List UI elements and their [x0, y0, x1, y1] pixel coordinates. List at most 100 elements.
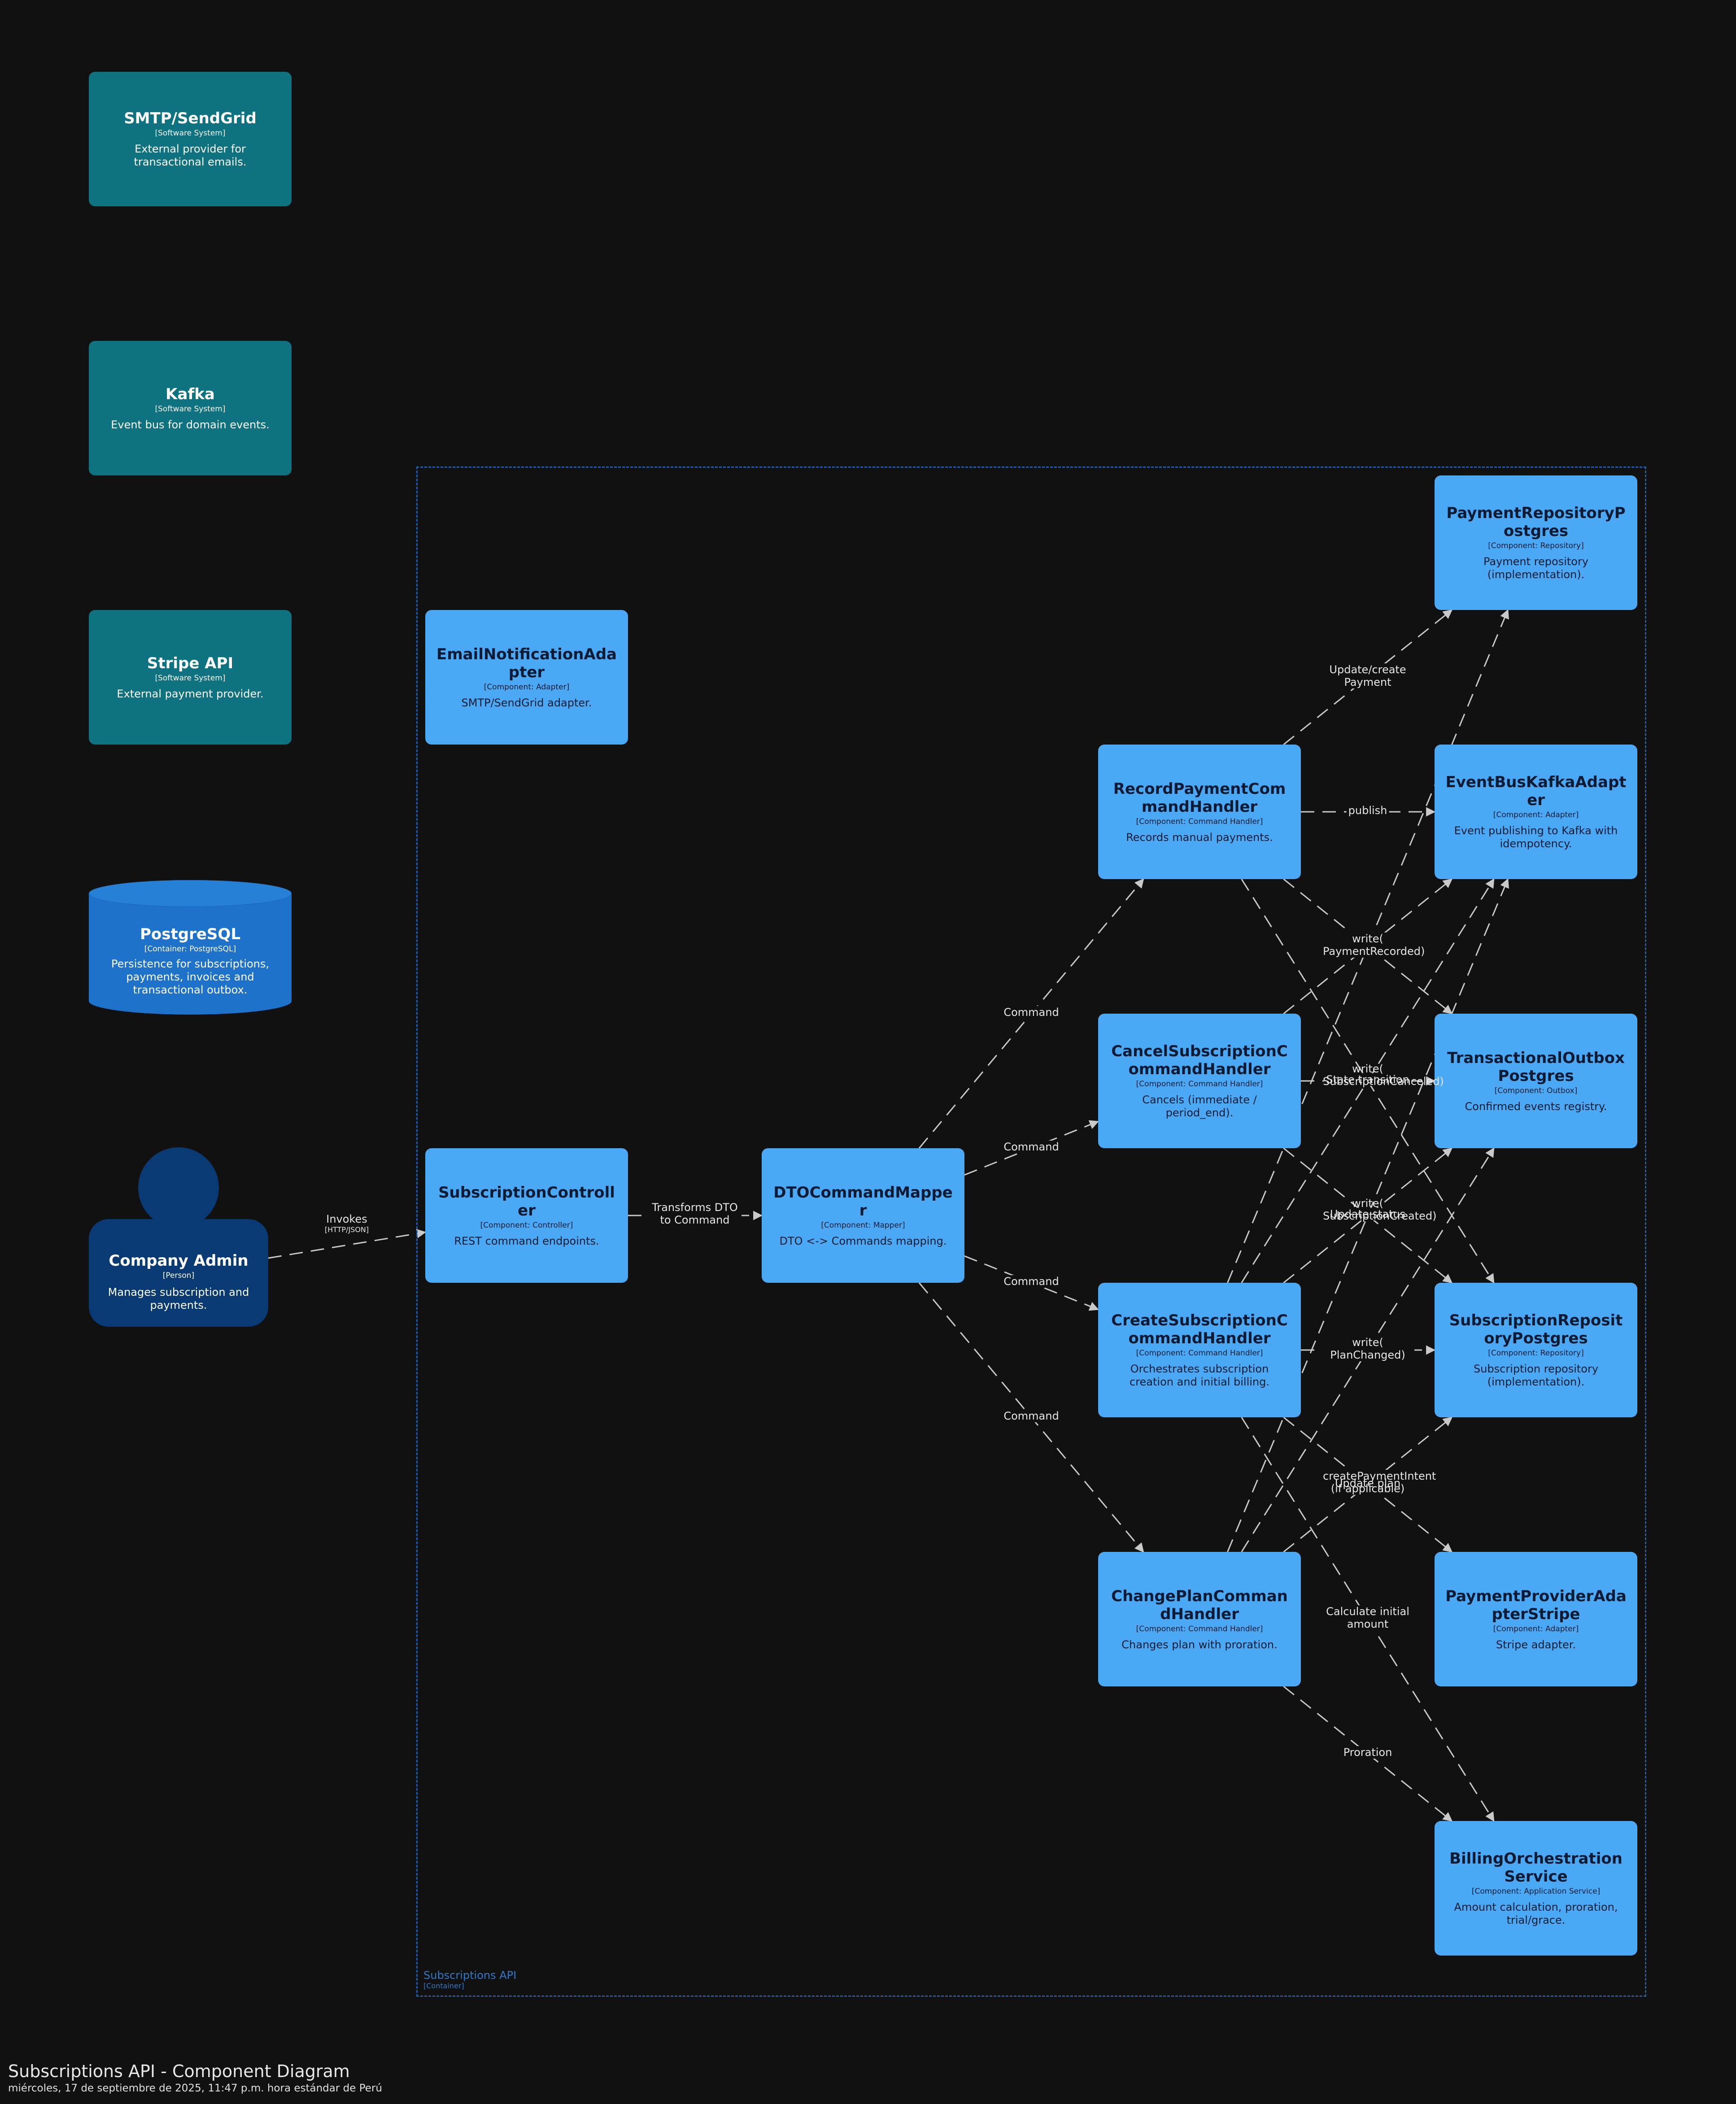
- dto-command-mapper[interactable]: DTOCommandMapper [Component: Mapper] DTO…: [762, 1148, 964, 1283]
- node-description: Stripe adapter.: [1496, 1638, 1576, 1651]
- edge-label-state-transition: State transition: [1324, 1073, 1411, 1086]
- node-description: Cancels (immediate / period_end).: [1142, 1093, 1257, 1119]
- edge-label-write-payment-recorded: write( PaymentRecorded): [1321, 932, 1425, 958]
- node-type: [Component: Command Handler]: [1136, 1349, 1263, 1358]
- event-bus-kafka-adapter[interactable]: EventBusKafkaAdapter [Component: Adapter…: [1435, 745, 1637, 879]
- node-title: Company Admin: [109, 1252, 249, 1270]
- company-admin-person[interactable]: Company Admin [Person] Manages subscript…: [89, 1219, 268, 1327]
- node-title: Kafka: [166, 385, 215, 403]
- edge-label-calculate-amount: Calculate initial amount: [1321, 1605, 1414, 1630]
- node-description: Amount calculation, proration, trial/gra…: [1454, 1901, 1618, 1926]
- node-type: [Software System]: [155, 404, 226, 414]
- node-type: [Person]: [162, 1271, 195, 1280]
- node-title: DTOCommandMapper: [773, 1183, 953, 1220]
- edge-label-update-payment: Update/create Payment: [1326, 663, 1410, 688]
- subscription-repository-postgres[interactable]: SubscriptionRepositoryPostgres [Componen…: [1435, 1283, 1637, 1417]
- diagram-title: Subscriptions API - Component Diagram: [8, 2061, 350, 2081]
- node-type: [Container: PostgreSQL]: [144, 944, 236, 954]
- boundary-label: Subscriptions API: [423, 1969, 517, 1982]
- node-type: [Component: Adapter]: [484, 682, 570, 692]
- node-description: External provider for transactional emai…: [134, 143, 247, 168]
- change-plan-command-handler[interactable]: ChangePlanCommandHandler [Component: Com…: [1098, 1552, 1301, 1686]
- node-description: Changes plan with proration.: [1121, 1638, 1278, 1651]
- node-description: Payment repository (implementation).: [1483, 555, 1589, 581]
- node-type: [Component: Adapter]: [1493, 1624, 1579, 1634]
- stripe-api-system[interactable]: Stripe API [Software System] External pa…: [89, 610, 292, 745]
- node-description: Subscription repository (implementation)…: [1473, 1363, 1599, 1388]
- node-description: Event bus for domain events.: [111, 418, 270, 431]
- edge-label-update-status: Update status: [1328, 1208, 1408, 1220]
- node-title: SubscriptionController: [438, 1183, 615, 1220]
- edge-label-invokes: Invokes[HTTP/JSON]: [323, 1213, 371, 1234]
- postgresql-database[interactable]: PostgreSQL [Container: PostgreSQL] Persi…: [89, 880, 292, 1015]
- edge-label-publish: publish: [1346, 804, 1389, 817]
- node-type: [Component: Application Service]: [1471, 1887, 1601, 1896]
- node-type: [Component: Controller]: [480, 1220, 573, 1230]
- node-description: Manages subscription and payments.: [108, 1286, 249, 1311]
- edge-label-proration: Proration: [1341, 1746, 1394, 1759]
- edge-label-write-plan-changed: write( PlanChanged): [1321, 1336, 1414, 1361]
- billing-orchestration-service[interactable]: BillingOrchestrationService [Component: …: [1435, 1821, 1637, 1956]
- boundary-type: [Container]: [423, 1982, 464, 1990]
- transactional-outbox-postgres[interactable]: TransactionalOutboxPostgres [Component: …: [1435, 1014, 1637, 1148]
- node-description: Event publishing to Kafka with idempoten…: [1454, 824, 1618, 850]
- node-title: BillingOrchestrationService: [1449, 1850, 1623, 1886]
- create-subscription-command-handler[interactable]: CreateSubscriptionCommandHandler [Compon…: [1098, 1283, 1301, 1417]
- edge-label-command-cancel: Command: [1002, 1141, 1061, 1153]
- node-description: Persistence for subscriptions, payments,…: [111, 957, 270, 996]
- smtp-sendgrid-system[interactable]: SMTP/SendGrid [Software System] External…: [89, 72, 292, 206]
- node-title: CancelSubscriptionCommandHandler: [1111, 1042, 1288, 1078]
- edge-create_sub-to-payment_repo: [1227, 609, 1509, 1283]
- edge-label-update-plan: Update plan: [1335, 1477, 1401, 1490]
- node-title: PostgreSQL: [140, 925, 240, 943]
- diagram-subtitle: miércoles, 17 de septiembre de 2025, 11:…: [8, 2082, 382, 2094]
- node-title: EventBusKafkaAdapter: [1445, 773, 1627, 809]
- node-description: Records manual payments.: [1126, 831, 1273, 844]
- edge-label-create-payment-intent: createPaymentIntent (if applicable): [1321, 1470, 1436, 1495]
- node-type: [Component: Command Handler]: [1136, 1080, 1263, 1089]
- edge-change_plan-to-eventbus: [1227, 878, 1509, 1552]
- payment-provider-adapter-stripe[interactable]: PaymentProviderAdapterStripe [Component:…: [1435, 1552, 1637, 1686]
- node-title: RecordPaymentCommandHandler: [1113, 780, 1286, 816]
- payment-repository-postgres[interactable]: PaymentRepositoryPostgres [Component: Re…: [1435, 475, 1637, 610]
- record-payment-command-handler[interactable]: RecordPaymentCommandHandler [Component: …: [1098, 745, 1301, 879]
- node-type: [Software System]: [155, 673, 226, 683]
- node-description: SMTP/SendGrid adapter.: [461, 696, 592, 709]
- edge-admin-to-controller: [268, 1228, 427, 1259]
- node-description: DTO <-> Commands mapping.: [779, 1234, 947, 1247]
- edge-label-write-canceled: write( SubscriptionCanceled): [1323, 1063, 1444, 1088]
- node-type: [Component: Mapper]: [821, 1220, 905, 1230]
- edge-label-command-create: Command: [1002, 1275, 1061, 1288]
- edge-label-command-record: Command: [1002, 1006, 1061, 1019]
- node-title: TransactionalOutboxPostgres: [1447, 1049, 1625, 1085]
- node-type: [Component: Outbox]: [1494, 1086, 1578, 1095]
- node-title: PaymentProviderAdapterStripe: [1445, 1587, 1627, 1623]
- edge-label-transforms: Transforms DTO to Command: [648, 1201, 742, 1226]
- node-type: [Component: Repository]: [1488, 1349, 1584, 1358]
- edge-label-write-created: write( SubscriptionCreated): [1323, 1197, 1437, 1222]
- node-type: [Component: Repository]: [1488, 541, 1584, 550]
- edge-tech: [HTTP/JSON]: [324, 1225, 369, 1234]
- node-type: [Component: Command Handler]: [1136, 817, 1263, 826]
- node-type: [Software System]: [155, 129, 226, 138]
- cancel-subscription-command-handler[interactable]: CancelSubscriptionCommandHandler [Compon…: [1098, 1014, 1301, 1148]
- node-title: SMTP/SendGrid: [124, 109, 257, 127]
- node-description: REST command endpoints.: [454, 1234, 599, 1247]
- person-head-icon: [138, 1147, 219, 1228]
- node-description: Confirmed events registry.: [1465, 1100, 1607, 1113]
- node-type: [Component: Adapter]: [1493, 810, 1579, 819]
- node-title: ChangePlanCommandHandler: [1111, 1587, 1288, 1623]
- node-title: PaymentRepositoryPostgres: [1446, 504, 1626, 540]
- node-type: [Component: Command Handler]: [1136, 1624, 1263, 1634]
- node-title: SubscriptionRepositoryPostgres: [1449, 1311, 1623, 1347]
- kafka-system[interactable]: Kafka [Software System] Event bus for do…: [89, 341, 292, 475]
- database-cap: [89, 880, 292, 907]
- subscription-controller[interactable]: SubscriptionController [Component: Contr…: [425, 1148, 628, 1283]
- edge-label-command-change: Command: [1002, 1410, 1061, 1422]
- email-notification-adapter[interactable]: EmailNotificationAdapter [Component: Ada…: [425, 610, 628, 745]
- node-title: CreateSubscriptionCommandHandler: [1111, 1311, 1288, 1347]
- node-title: Stripe API: [147, 654, 234, 672]
- node-description: Orchestrates subscription creation and i…: [1130, 1363, 1269, 1388]
- container-boundary: [416, 466, 1646, 1997]
